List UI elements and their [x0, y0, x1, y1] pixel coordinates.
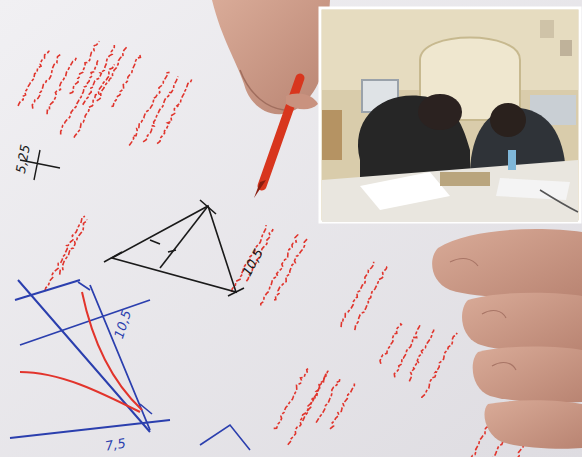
handwriting-stroke	[394, 325, 420, 377]
handwriting-stroke	[143, 77, 178, 142]
inset-video	[320, 8, 580, 222]
handwriting-stroke	[47, 57, 76, 114]
handwriting-stroke	[341, 262, 374, 327]
handwriting-stroke	[330, 383, 354, 429]
triangle-sketch	[104, 200, 244, 296]
graph-sketch	[10, 280, 170, 438]
handwriting-stroke	[83, 45, 115, 105]
handwriting-stroke	[60, 220, 87, 275]
handwriting-stroke	[74, 65, 115, 138]
handwritten-number: 7,5	[104, 436, 127, 452]
handwriting-stroke	[409, 330, 433, 382]
handwriting-stroke	[316, 378, 340, 422]
handwriting-stroke	[70, 41, 100, 93]
resting-hand	[432, 229, 582, 449]
handwriting-stroke	[422, 333, 457, 398]
writing-hand	[212, 0, 330, 198]
handwriting-stroke	[157, 79, 192, 144]
handwriting-stroke	[355, 266, 389, 331]
handwriting-stroke	[61, 59, 99, 135]
handwriting-stroke	[32, 54, 60, 109]
handwriting-stroke	[18, 49, 49, 106]
handwriting-stroke	[97, 47, 127, 101]
handwriting-stroke	[261, 233, 298, 306]
handwriting-stroke	[303, 374, 327, 421]
handwriting-stroke	[232, 225, 267, 292]
handwriting-stroke	[380, 323, 401, 364]
handwriting-stroke	[111, 54, 140, 107]
handwriting-stroke	[274, 238, 308, 300]
handwriting-stroke	[288, 371, 329, 445]
small-sketch	[200, 425, 250, 450]
